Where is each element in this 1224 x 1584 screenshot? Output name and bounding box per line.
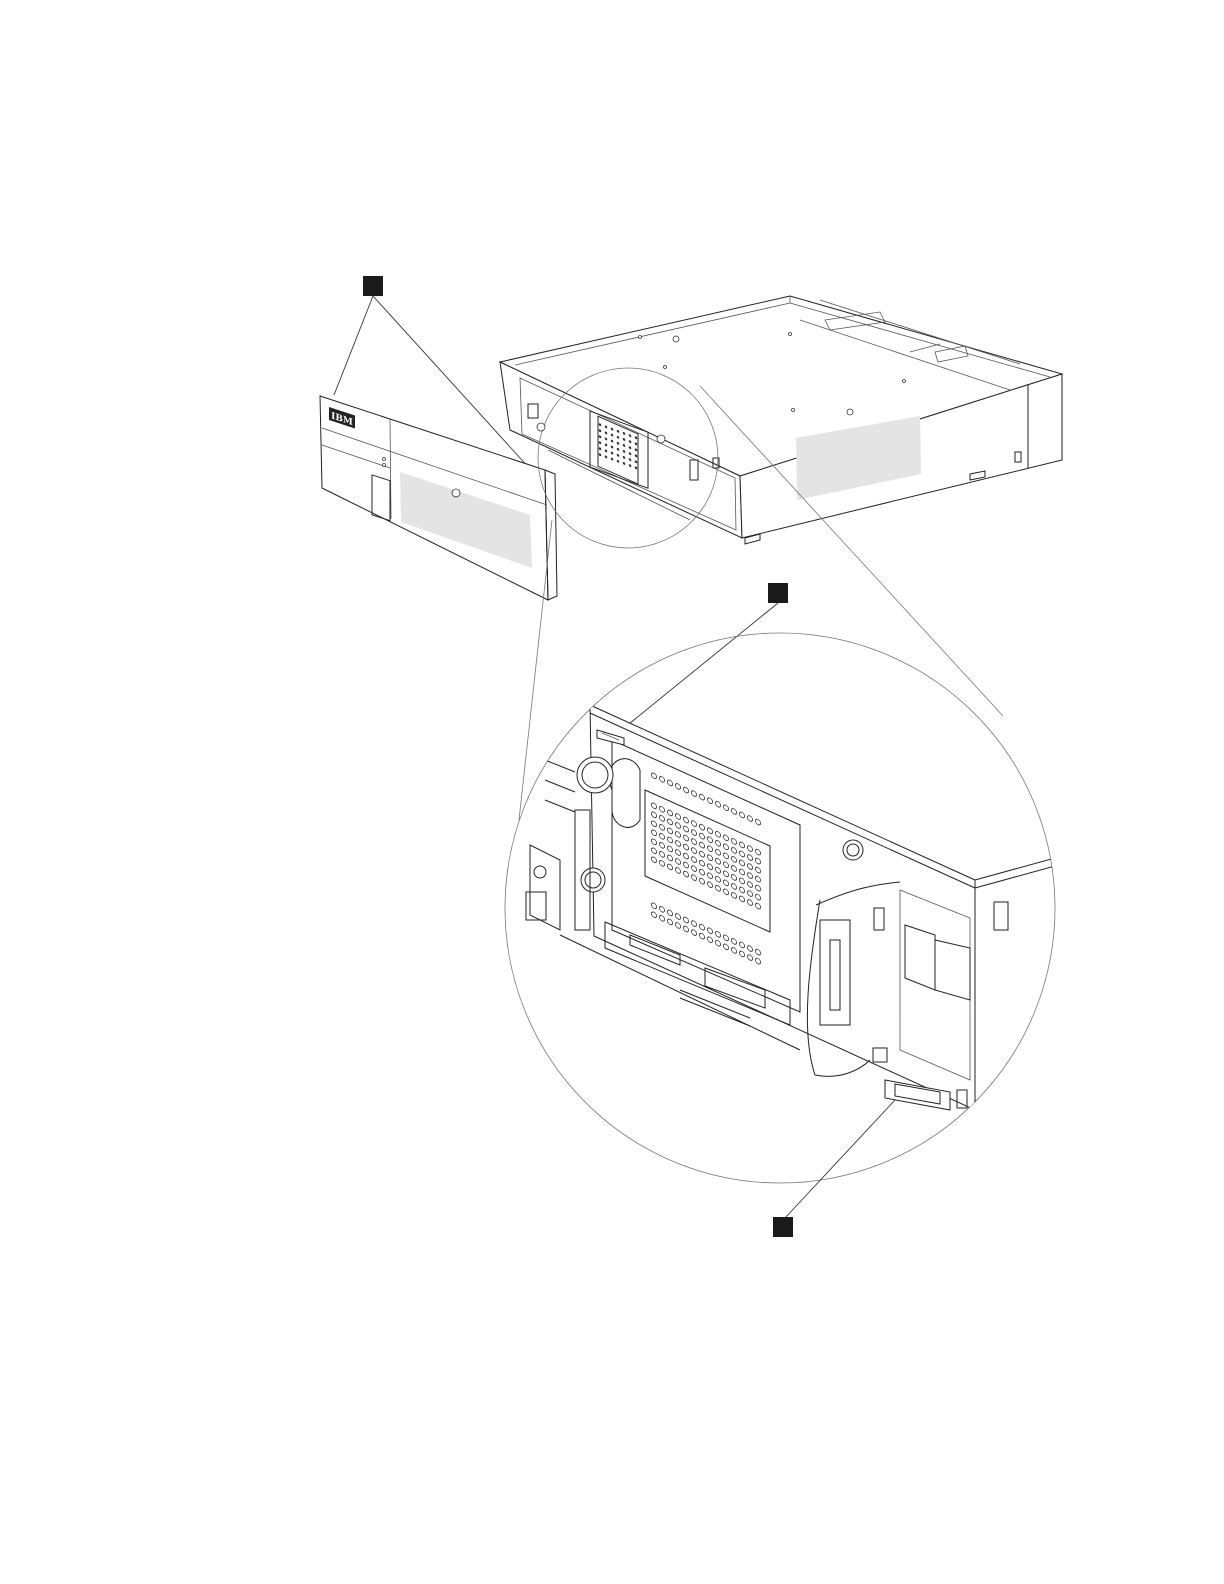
callout-top-latch — [624, 583, 788, 728]
callout-bottom-latch — [773, 1100, 895, 1237]
chassis — [500, 296, 1062, 544]
detail-region-large — [505, 633, 1055, 1183]
